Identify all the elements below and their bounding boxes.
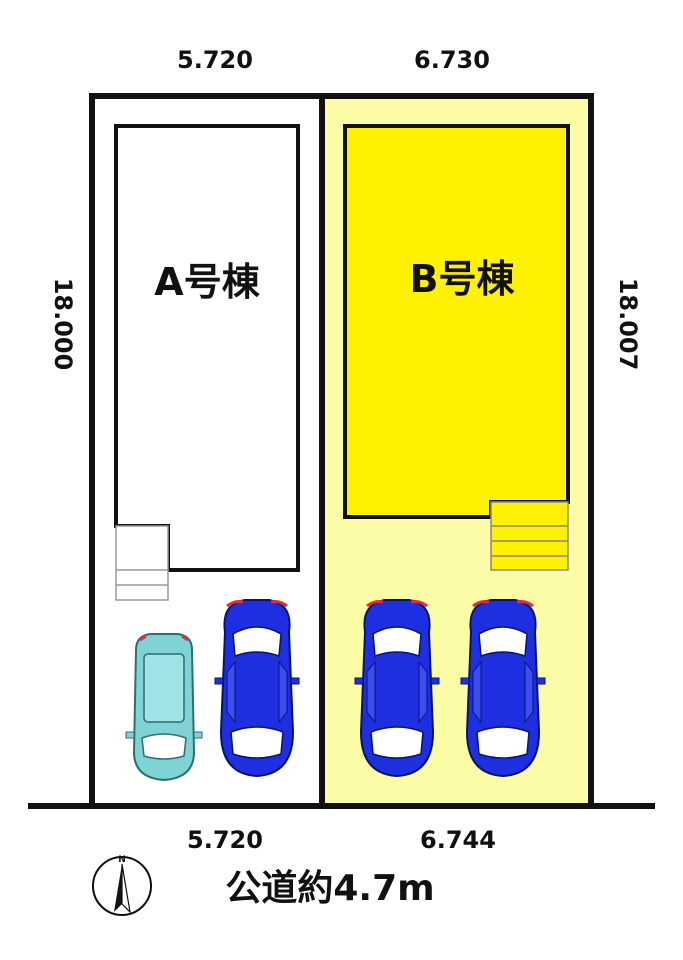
lot-boundary	[89, 93, 594, 806]
car-sedan-a-icon	[213, 598, 301, 778]
dimension-bottom-b: 6.744	[420, 826, 496, 854]
dimension-top-a: 5.720	[177, 46, 253, 74]
dimension-bottom-a: 5.720	[187, 826, 263, 854]
building-b-label: B号棟	[410, 257, 516, 301]
dimension-right: 18.007	[614, 278, 642, 371]
car-compact-teal-icon	[124, 632, 204, 782]
road-label: 公道約4.7m	[225, 868, 434, 909]
building-a-footprint	[114, 124, 300, 572]
building-b-steps	[490, 501, 569, 571]
car-sedan-b2-icon	[459, 598, 547, 778]
north-letter: N	[118, 855, 126, 865]
building-a-label: A号棟	[154, 260, 260, 304]
dimension-left: 18.000	[49, 278, 77, 371]
north-compass-icon: N	[92, 855, 152, 916]
car-sedan-b1-icon	[353, 598, 441, 778]
building-a-steps	[115, 525, 169, 601]
dimension-top-b: 6.730	[414, 46, 490, 74]
building-b-footprint	[343, 124, 570, 519]
